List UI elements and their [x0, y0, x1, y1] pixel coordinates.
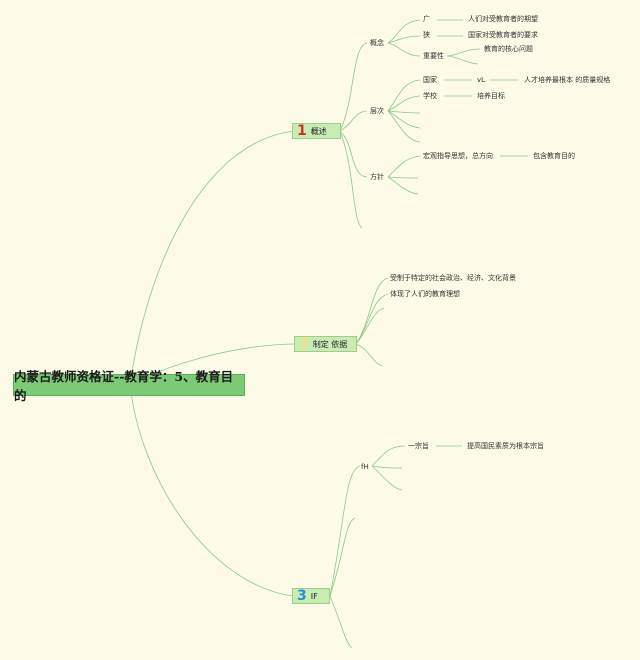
- topic-label-basis: 制定 依据: [312, 339, 348, 349]
- connector-root-branch1: [129, 130, 296, 385]
- topic-node-overview[interactable]: 1 概述: [292, 123, 341, 139]
- node-nation-mid[interactable]: vL: [477, 76, 486, 84]
- branch-number-2: 2: [299, 336, 309, 352]
- connector-gainian-guang: [387, 19, 421, 44]
- connector-cengci-4: [387, 110, 421, 129]
- connector-b3-fh: [329, 465, 361, 597]
- node-purpose[interactable]: 一宗旨: [408, 442, 429, 450]
- connector-b2-4: [355, 343, 383, 367]
- connector-gainian-zhongyao: [387, 42, 421, 57]
- node-nation-detail[interactable]: 人才培养最根本 的质量规格: [524, 76, 611, 84]
- node-purpose-detail[interactable]: 提高国民素质为根本宗旨: [467, 442, 544, 450]
- node-school-detail[interactable]: 培养目标: [477, 92, 505, 100]
- connector-b2-2: [355, 293, 389, 345]
- connector-b2-3: [355, 307, 385, 345]
- connector-b3-3: [329, 595, 353, 649]
- node-narrow[interactable]: 狭: [423, 31, 430, 39]
- connector-fh-2: [371, 465, 403, 469]
- node-guiding-detail[interactable]: 包含教育目的: [533, 152, 575, 160]
- subtopic-levels[interactable]: 层次: [370, 107, 384, 115]
- connector-gainian-xia: [387, 35, 421, 44]
- connector-fangzhen-1: [387, 155, 421, 178]
- node-basis-social[interactable]: 受制于特定的社会政治、经济、文化背景: [390, 274, 516, 282]
- node-importance[interactable]: 重要性: [423, 52, 444, 60]
- topic-node-3[interactable]: 3 IF: [292, 588, 330, 604]
- connector-b1-gainian: [339, 42, 368, 132]
- connector-cengci-3: [387, 110, 421, 114]
- connector-b1-fangzhen: [339, 130, 368, 178]
- connector-cengci-5: [387, 110, 421, 143]
- connector-b1-extra: [339, 130, 363, 229]
- branch-number-3: 3: [297, 588, 307, 604]
- connector-zhongyao-down: [446, 55, 479, 65]
- node-importance-detail[interactable]: 教育的核心问题: [484, 45, 533, 53]
- node-broad-detail[interactable]: 人们对受教育者的期望: [468, 15, 538, 23]
- node-basis-ideal[interactable]: 体现了人们的教育理想: [390, 290, 460, 298]
- node-narrow-detail[interactable]: 国家对受教育者的要求: [468, 31, 538, 39]
- node-broad[interactable]: 广: [423, 15, 430, 23]
- root-title: 内蒙古教师资格证--教育学：5、教育目的: [14, 369, 234, 403]
- connector-fangzhen-3: [387, 176, 419, 195]
- subtopic-fh[interactable]: fH: [361, 463, 369, 471]
- connector-fh-3: [371, 465, 403, 491]
- branch-number-1: 1: [297, 123, 307, 139]
- topic-node-basis[interactable]: 2 制定 依据: [294, 336, 357, 352]
- connector-b3-2: [329, 517, 356, 597]
- subtopic-policy[interactable]: 方针: [370, 173, 384, 181]
- node-guiding-thought[interactable]: 宏观指导思想，总方向: [423, 152, 493, 160]
- connector-cengci-xuexiao: [387, 95, 421, 112]
- topic-label-3: IF: [310, 591, 318, 601]
- node-nation[interactable]: 国家: [423, 76, 437, 84]
- subtopic-concept[interactable]: 概念: [370, 39, 384, 47]
- topic-label-overview: 概述: [310, 126, 327, 136]
- root-node[interactable]: 内蒙古教师资格证--教育学：5、教育目的: [13, 369, 245, 403]
- connector-zhongyao-up: [446, 48, 481, 57]
- connector-fh-zongzhi: [371, 445, 406, 467]
- node-school[interactable]: 学校: [423, 92, 437, 100]
- connector-b1-cengci: [339, 110, 368, 132]
- connector-cengci-guojia: [387, 79, 421, 112]
- connector-root-branch3: [129, 383, 294, 597]
- connector-fangzhen-2: [387, 176, 419, 179]
